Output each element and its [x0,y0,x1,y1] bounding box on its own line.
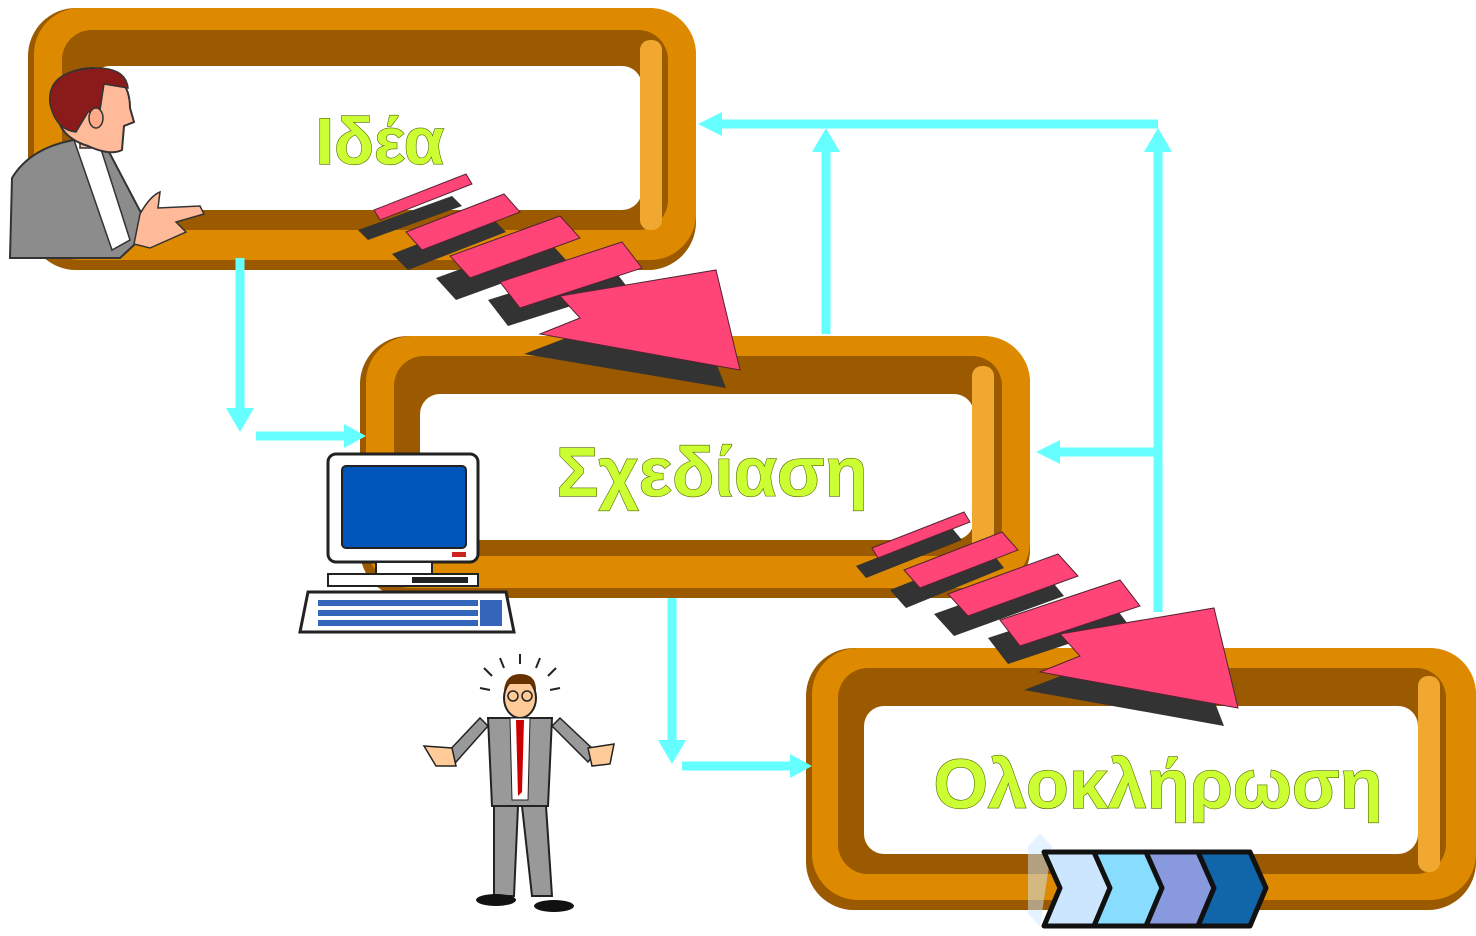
arrowhead-left-icon [1036,440,1060,464]
stage-label-design: Σχεδίαση [556,433,867,511]
stage-frame-design [360,336,1030,598]
confused-man-shrugging-icon [422,654,615,912]
stage-label-completion: Ολοκλήρωση [933,745,1382,823]
desktop-computer-icon [298,452,516,634]
chevron-progress-icon [1028,834,1269,929]
flow-arrow-idea-to-design [358,173,741,388]
flow-arrow-design-to-completion [856,511,1239,726]
stage-frame-completion [806,648,1476,910]
arrowhead-right-icon [790,754,812,778]
arrowhead-down-icon [658,740,686,764]
arrowhead-right-icon [344,424,366,448]
arrowhead-up-icon [812,128,840,152]
stage-label-idea: Ιδέα [316,104,445,178]
arrowhead-left-icon [698,112,722,136]
arrowhead-down-icon [226,408,254,432]
businessman-presenting-icon [8,66,206,259]
arrowhead-up-icon [1144,128,1172,152]
feedback-arrows [226,112,1172,778]
stage-frame-idea [28,8,696,270]
